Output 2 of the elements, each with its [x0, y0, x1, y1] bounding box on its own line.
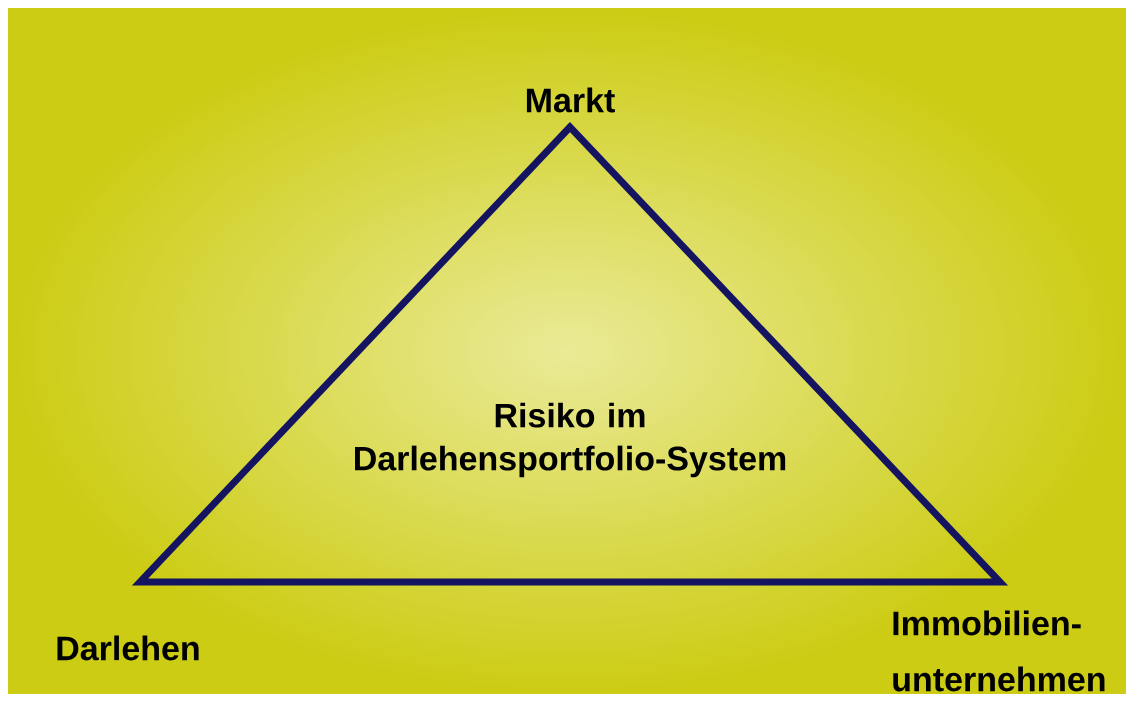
corner-label: Immobilien- unternehmen — [893, 610, 1105, 692]
corner-label: Darlehen — [57, 635, 199, 661]
